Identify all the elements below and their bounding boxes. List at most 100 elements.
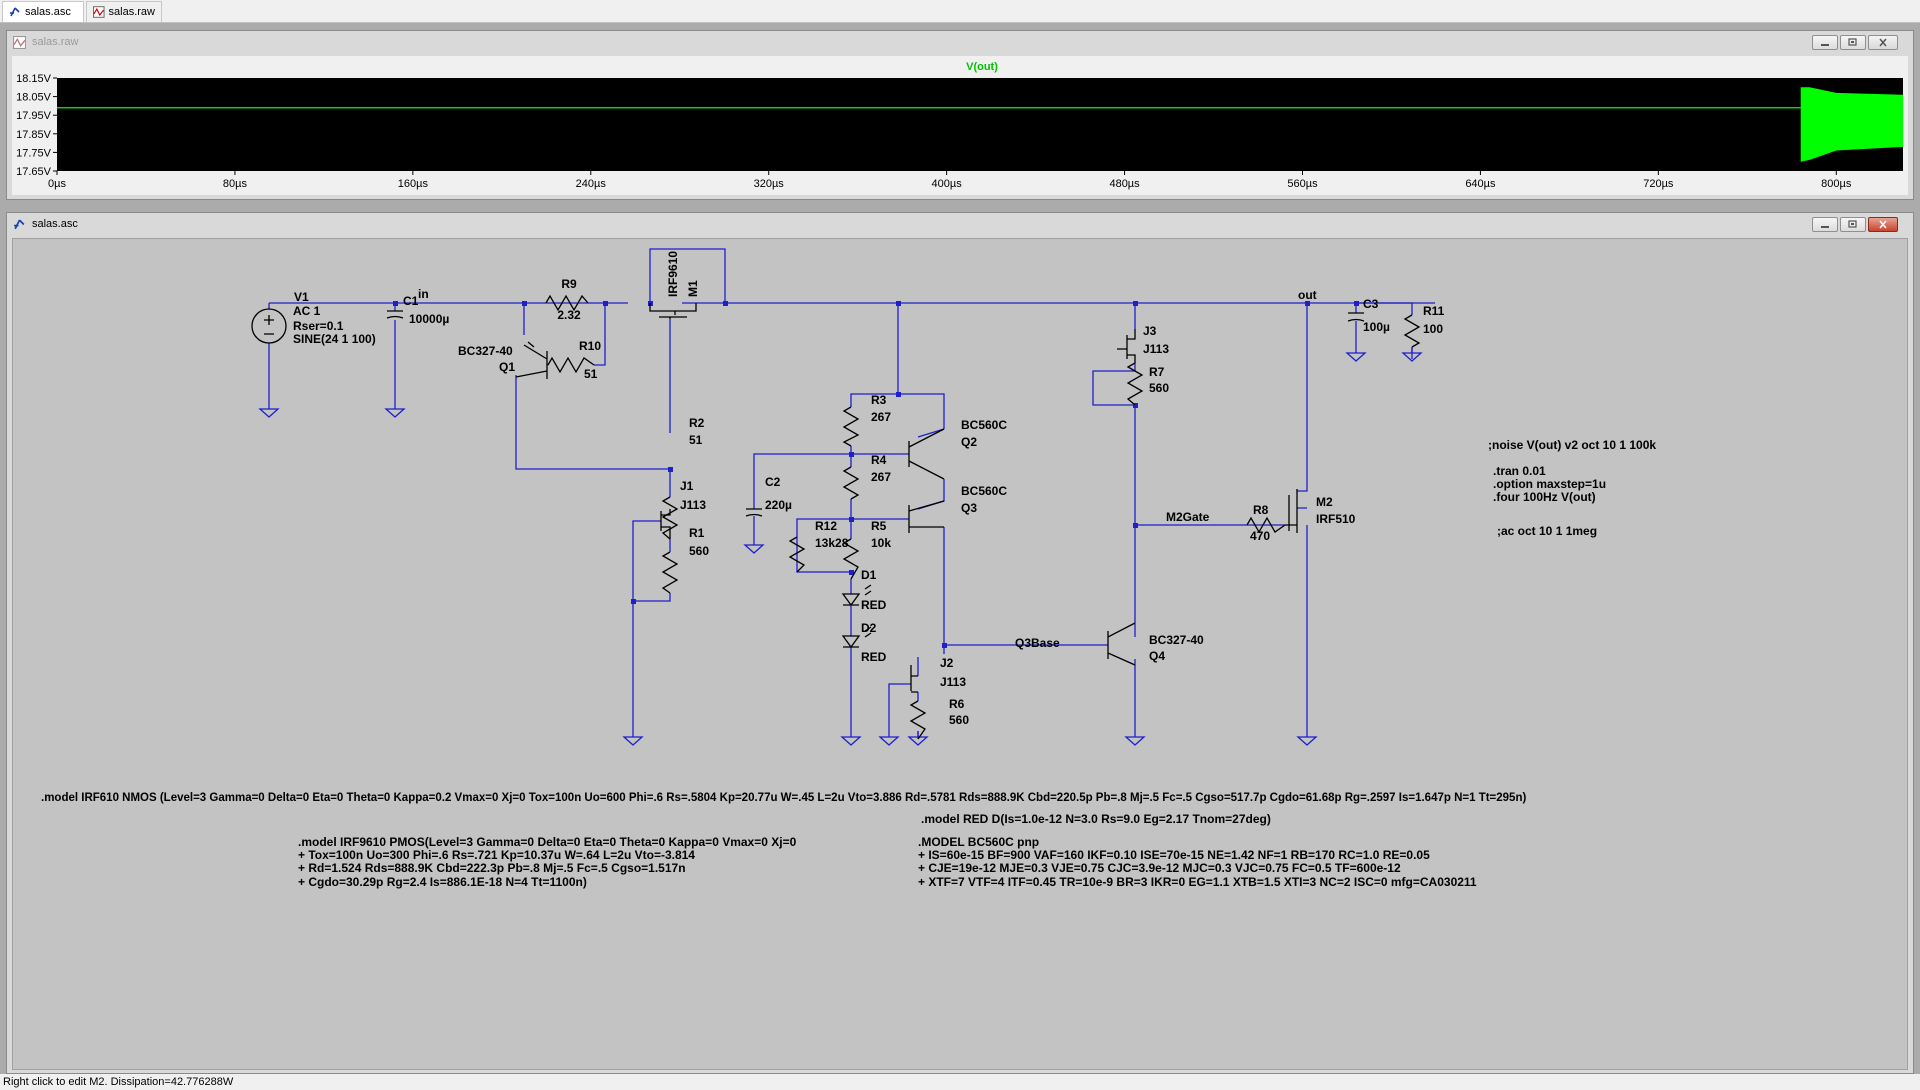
j3-model[interactable]: J113: [1143, 342, 1169, 356]
resistor-r8[interactable]: [1246, 516, 1286, 534]
j2-label[interactable]: J2: [940, 656, 954, 670]
r3-label[interactable]: R3: [871, 393, 887, 407]
d1-label[interactable]: D1: [861, 568, 877, 582]
r12-value[interactable]: 13k28: [815, 536, 849, 550]
q2-model[interactable]: BC560C: [961, 418, 1007, 432]
q4-model[interactable]: BC327-40: [1149, 633, 1204, 647]
jfet-j2[interactable]: [910, 665, 918, 693]
r6-label[interactable]: R6: [949, 697, 965, 711]
jfet-j1[interactable]: [660, 509, 671, 539]
model-bc560c-line[interactable]: + XTF=7 VTF=4 ITF=0.45 TR=10e-9 BR=3 IKR…: [918, 875, 1477, 889]
c2-value[interactable]: 220µ: [765, 498, 792, 512]
resistor-r11[interactable]: [1403, 314, 1421, 348]
capacitor-c3[interactable]: [1347, 312, 1365, 322]
directive-tran[interactable]: .tran 0.01: [1493, 464, 1546, 478]
net-label-q3base[interactable]: Q3Base: [1015, 636, 1060, 650]
resistor-r9[interactable]: [545, 294, 589, 312]
trace-vout-oscillation[interactable]: [1800, 87, 1903, 162]
d1-model[interactable]: RED: [861, 598, 887, 612]
resistor-r4[interactable]: [842, 466, 860, 500]
r2-label[interactable]: R2: [689, 416, 705, 430]
directive-noise[interactable]: ;noise V(out) v2 oct 10 1 100k: [1488, 438, 1656, 452]
c3-label[interactable]: C3: [1363, 297, 1379, 311]
q1-label[interactable]: Q1: [499, 360, 515, 374]
j2-model[interactable]: J113: [940, 675, 966, 689]
c3-value[interactable]: 100µ: [1363, 320, 1390, 334]
model-irf610[interactable]: .model IRF610 NMOS (Level=3 Gamma=0 Delt…: [41, 792, 1526, 804]
r7-value[interactable]: 560: [1149, 381, 1169, 395]
net-label-m2gate[interactable]: M2Gate: [1166, 510, 1210, 524]
model-irf9610-line[interactable]: .model IRF9610 PMOS(Level=3 Gamma=0 Delt…: [298, 835, 797, 849]
model-bc560c-line[interactable]: + CJE=19e-12 MJE=0.3 VJE=0.75 CJC=3.9e-1…: [918, 861, 1401, 875]
d2-label[interactable]: D2: [861, 621, 877, 635]
minimize-button[interactable]: [1812, 35, 1838, 50]
r8-value[interactable]: 470: [1250, 529, 1270, 543]
j3-label[interactable]: J3: [1143, 324, 1157, 338]
mosfet-m2[interactable]: [1285, 489, 1298, 533]
r9-value[interactable]: 2.32: [557, 308, 581, 322]
model-bc560c-line[interactable]: + IS=60e-15 BF=900 VAF=160 IKF=0.10 ISE=…: [918, 848, 1430, 862]
v1-sine-label[interactable]: SINE(24 1 100): [293, 332, 376, 346]
c2-label[interactable]: C2: [765, 475, 781, 489]
q2-label[interactable]: Q2: [961, 435, 977, 449]
directive-ac[interactable]: ;ac oct 10 1 1meg: [1497, 524, 1597, 538]
resistor-r3[interactable]: [842, 406, 860, 447]
transistor-q4[interactable]: [1107, 622, 1136, 666]
waveform-window-titlebar[interactable]: salas.raw: [7, 31, 1913, 53]
model-irf9610-line[interactable]: + Rd=1.524 Rds=888.9K Cbd=222.3p Pb=.8 M…: [298, 861, 686, 875]
tab-salas-asc[interactable]: salas.asc: [2, 1, 84, 22]
directive-four[interactable]: .four 100Hz V(out): [1493, 490, 1596, 504]
net-label-in[interactable]: in: [418, 287, 429, 301]
r4-value[interactable]: 267: [871, 470, 891, 484]
r11-value[interactable]: 100: [1423, 322, 1443, 336]
transistor-q3[interactable]: [908, 500, 945, 533]
resistor-r7[interactable]: [1126, 362, 1144, 406]
transistor-q2[interactable]: [908, 428, 945, 480]
led-d2[interactable]: [841, 626, 872, 649]
c1-value[interactable]: 10000µ: [409, 312, 449, 326]
mosfet-m1[interactable]: [649, 303, 697, 319]
model-red[interactable]: .model RED D(Is=1.0e-12 N=3.0 Rs=9.0 Eg=…: [921, 812, 1271, 826]
voltage-source-v1[interactable]: [251, 308, 287, 344]
jfet-j3[interactable]: [1117, 329, 1136, 363]
r5-value[interactable]: 10k: [871, 536, 891, 550]
q3-label[interactable]: Q3: [961, 501, 977, 515]
q3-model[interactable]: BC560C: [961, 484, 1007, 498]
maximize-button[interactable]: [1840, 35, 1866, 50]
close-button[interactable]: [1868, 35, 1898, 50]
schematic-window-titlebar[interactable]: salas.asc: [7, 213, 1913, 235]
r5-label[interactable]: R5: [871, 519, 887, 533]
d2-model[interactable]: RED: [861, 650, 887, 664]
r10-value[interactable]: 51: [584, 367, 598, 381]
schematic-drawing[interactable]: V1 AC 1 Rser=0.1 SINE(24 1 100) in C1 10…: [13, 239, 1909, 1071]
resistor-r5[interactable]: [842, 538, 860, 580]
m2-label[interactable]: M2: [1316, 495, 1333, 509]
v1-label[interactable]: V1: [294, 290, 309, 304]
directive-option[interactable]: .option maxstep=1u: [1493, 477, 1606, 491]
r6-value[interactable]: 560: [949, 713, 969, 727]
j1-model[interactable]: J113: [680, 498, 706, 512]
minimize-button[interactable]: [1812, 217, 1838, 232]
m1-model[interactable]: IRF9610: [666, 251, 680, 297]
capacitor-c1[interactable]: [386, 310, 404, 319]
resistor-r6[interactable]: [909, 700, 927, 740]
v1-ac-label[interactable]: AC 1: [293, 304, 321, 318]
resistor-r12[interactable]: [788, 536, 806, 573]
r1-label[interactable]: R1: [689, 526, 705, 540]
r3-value[interactable]: 267: [871, 410, 891, 424]
tab-salas-raw[interactable]: salas.raw: [86, 1, 162, 22]
r4-label[interactable]: R4: [871, 453, 887, 467]
model-bc560c-line[interactable]: .MODEL BC560C pnp: [918, 835, 1039, 849]
r10-label[interactable]: R10: [579, 339, 601, 353]
resistor-r10[interactable]: [547, 356, 595, 374]
c1-label[interactable]: C1: [403, 294, 419, 308]
capacitor-c2[interactable]: [745, 508, 763, 517]
r11-label[interactable]: R11: [1423, 304, 1445, 318]
net-label-out[interactable]: out: [1298, 288, 1317, 302]
schematic-canvas[interactable]: V1 AC 1 Rser=0.1 SINE(24 1 100) in C1 10…: [12, 238, 1908, 1070]
r1-value[interactable]: 560: [689, 544, 709, 558]
trace-label[interactable]: V(out): [966, 61, 998, 73]
r9-label[interactable]: R9: [561, 277, 577, 291]
